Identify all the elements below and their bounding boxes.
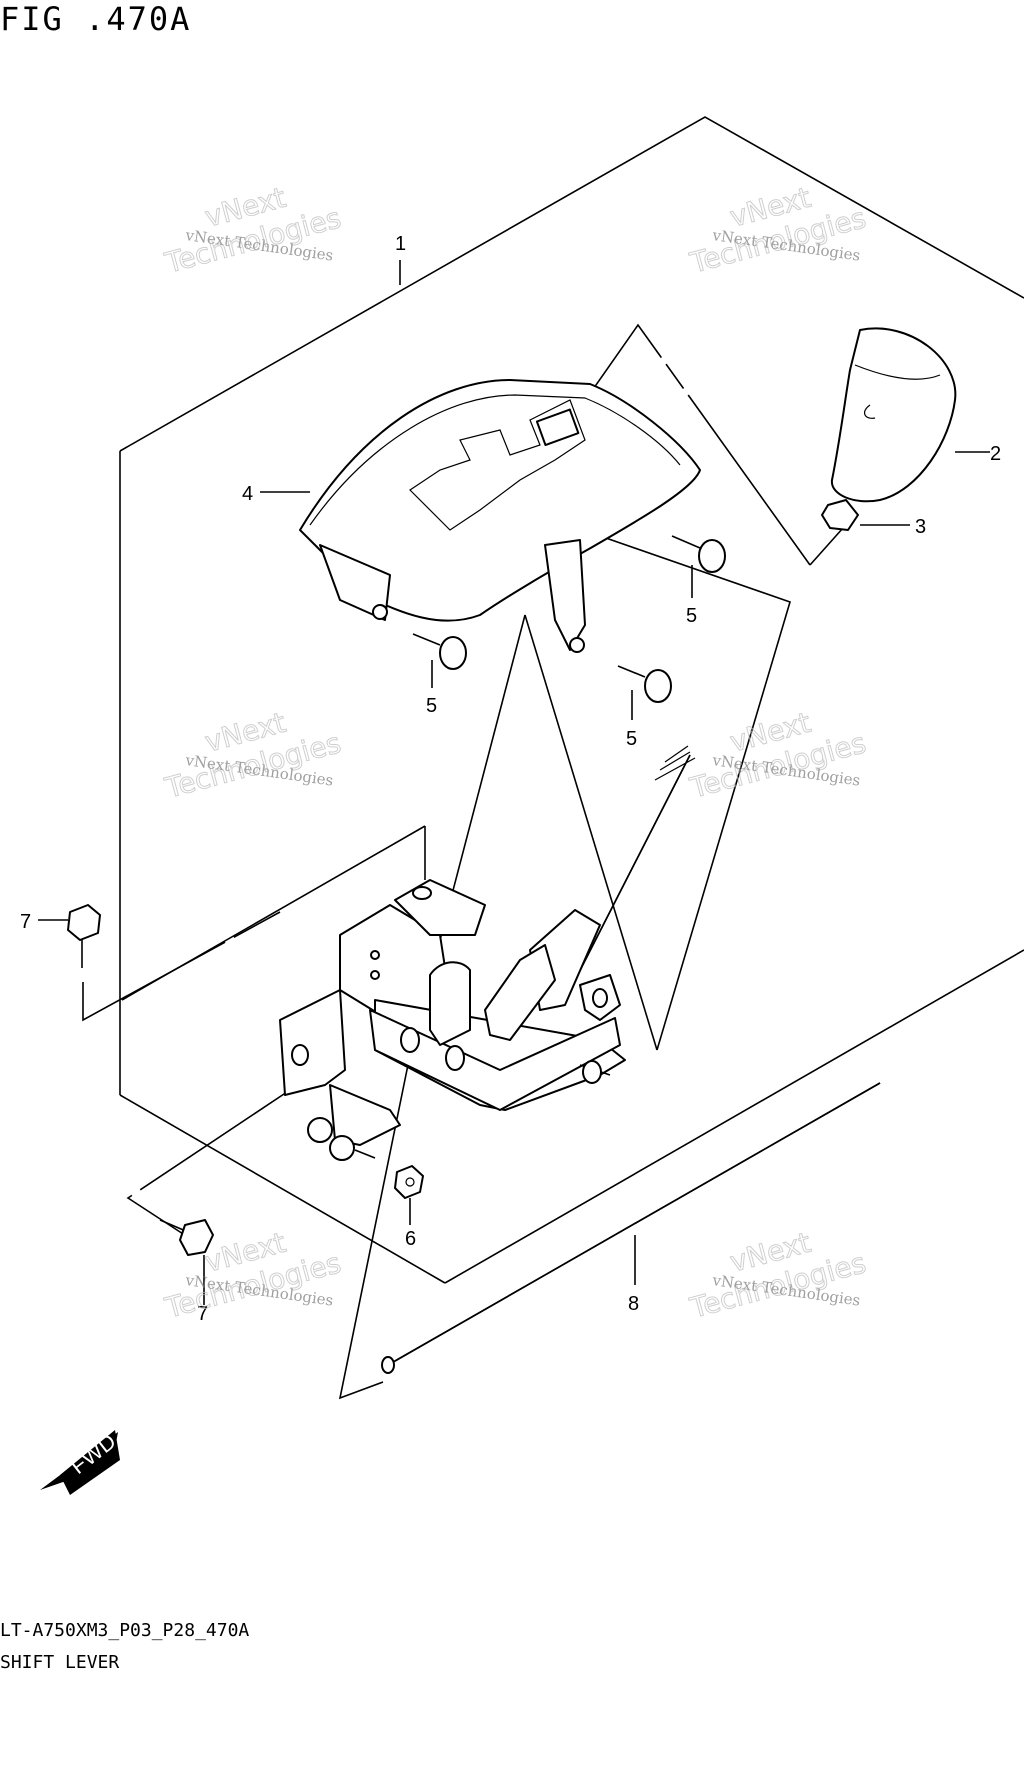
bolt-lower <box>159 1219 214 1305</box>
callout-7b: 7 <box>197 1303 208 1325</box>
long-rod-8 <box>381 1082 881 1374</box>
callout-8: 8 <box>628 1293 639 1315</box>
knob-nut <box>821 499 910 531</box>
nut-6 <box>394 1165 424 1225</box>
lever-guide-lines <box>338 536 791 1400</box>
screw-left <box>412 633 467 688</box>
screw-right <box>617 665 672 720</box>
callout-5a: 5 <box>686 605 697 627</box>
figure-title: FIG .470A <box>0 0 192 38</box>
assembly-outline <box>119 116 1024 1284</box>
callout-4: 4 <box>242 483 253 505</box>
figure-code: LT-A750XM3_P03_P28_470A <box>0 1620 250 1641</box>
callout-5c: 5 <box>626 728 637 750</box>
lever-bracket-assembly <box>279 879 626 1161</box>
callout-6: 6 <box>405 1228 416 1250</box>
bracket-guide-lines <box>82 825 426 1246</box>
screw-upper-right <box>671 535 726 598</box>
screws-5 <box>412 535 726 720</box>
bolts-7 <box>38 904 214 1305</box>
fwd-arrow: FWD <box>40 1428 121 1495</box>
bolt-upper <box>38 904 101 968</box>
shift-knob <box>830 327 990 503</box>
callout-1: 1 <box>395 233 406 255</box>
callout-7a: 7 <box>20 911 31 933</box>
shift-gate-cover <box>299 379 701 653</box>
figure-name: SHIFT LEVER <box>0 1652 120 1673</box>
callout-3: 3 <box>915 516 926 538</box>
callout-2: 2 <box>990 443 1001 465</box>
shift-lever-rod <box>529 745 696 1011</box>
callout-5b: 5 <box>426 695 437 717</box>
knob-guide-lines <box>574 323 844 566</box>
